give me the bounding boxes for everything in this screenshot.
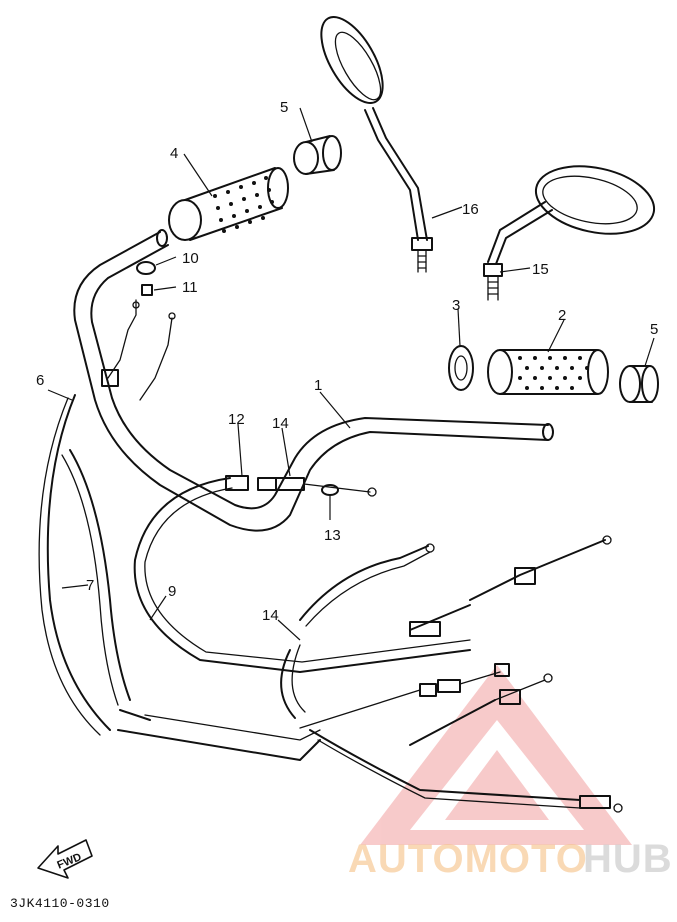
callout-12: 13 bbox=[324, 527, 341, 544]
right-grip bbox=[448, 345, 659, 403]
callout-5-right: 5 bbox=[650, 321, 658, 338]
leader-lines bbox=[47, 107, 655, 641]
callout-13: 14 bbox=[272, 415, 289, 432]
callout-7: 7 bbox=[86, 577, 94, 594]
grip-end-left bbox=[293, 135, 342, 175]
callout-10: 9 bbox=[168, 583, 176, 600]
callout-3: 3 bbox=[452, 297, 460, 314]
callout-15: 15 bbox=[532, 261, 549, 278]
mirror-left bbox=[320, 16, 433, 273]
throttle-grip bbox=[168, 167, 289, 241]
cables-left bbox=[38, 394, 321, 761]
watermark-part1: AUTOMOTO bbox=[348, 837, 588, 881]
callout-2: 2 bbox=[558, 307, 566, 324]
watermark-text: AUTOMOTO HUB bbox=[348, 837, 673, 881]
callout-14-label: 14 bbox=[262, 607, 279, 624]
handlebar bbox=[73, 229, 554, 532]
callout-11: 12 bbox=[228, 411, 245, 428]
callout-4: 4 bbox=[170, 145, 178, 162]
mirror-right bbox=[483, 165, 656, 301]
callout-1: 1 bbox=[314, 377, 322, 394]
callout-16: 16 bbox=[462, 201, 479, 218]
watermark-logo bbox=[360, 665, 632, 845]
fwd-arrow-icon: FWD bbox=[37, 839, 93, 879]
watermark-part2: HUB bbox=[583, 837, 673, 881]
callout-5-left: 5 bbox=[280, 99, 288, 116]
callout-6: 6 bbox=[36, 372, 44, 389]
cable-lower bbox=[299, 663, 623, 813]
cable-14 bbox=[280, 535, 612, 719]
callout-8: 10 bbox=[182, 250, 199, 267]
cable-10 bbox=[133, 475, 471, 673]
diagram-code: 3JK4110-0310 bbox=[10, 896, 110, 911]
small-fittings bbox=[101, 261, 176, 401]
grip-texture-right bbox=[518, 356, 589, 390]
callout-9: 11 bbox=[182, 279, 198, 296]
grip-texture bbox=[213, 176, 274, 233]
